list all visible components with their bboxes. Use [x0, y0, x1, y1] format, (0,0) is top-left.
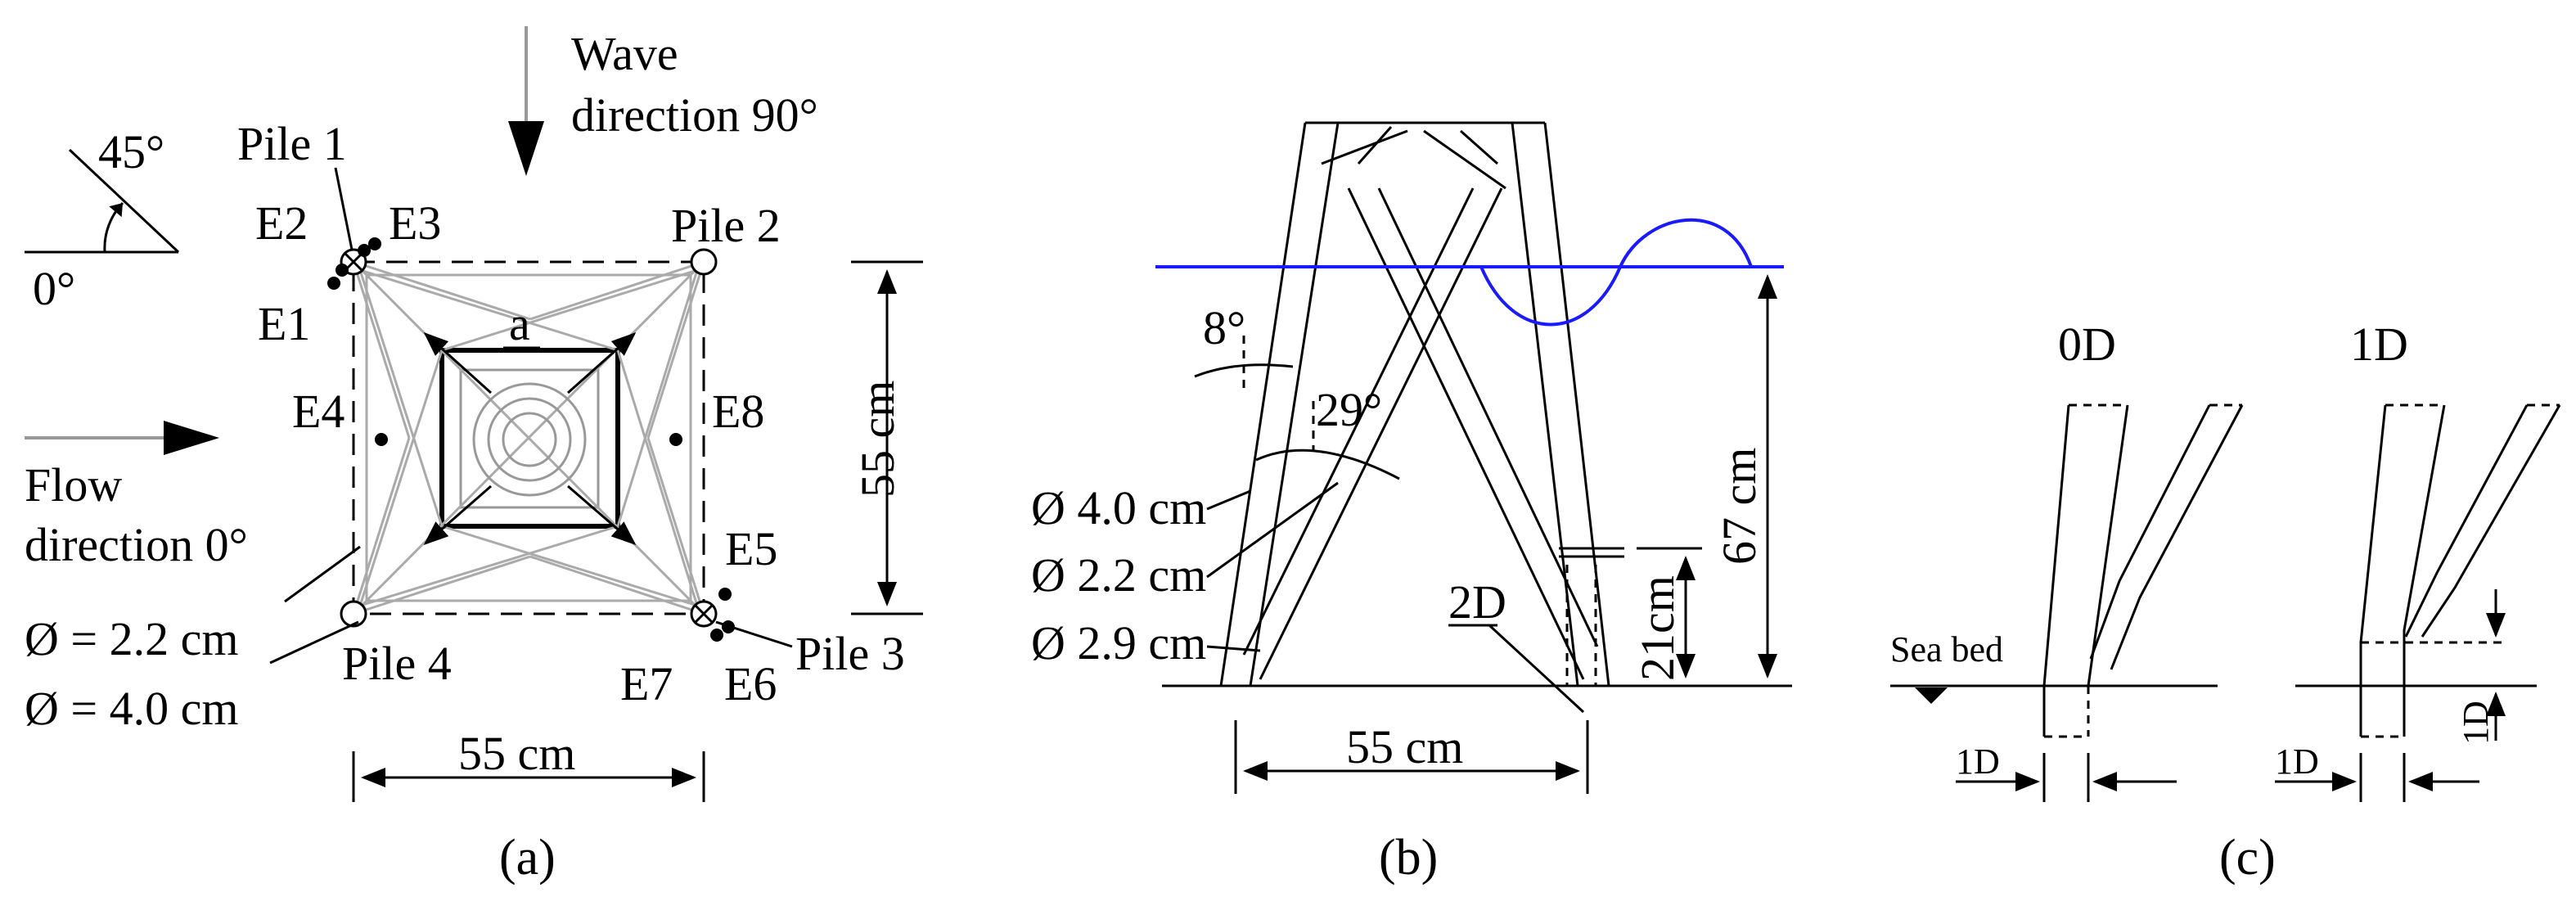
right-leg: [1511, 122, 1610, 687]
vertical-dimension: [851, 260, 923, 615]
inner-arrows: [423, 331, 637, 545]
label-2d: 2D: [1448, 575, 1506, 629]
angle-indicator: [25, 148, 180, 254]
e7-label: E7: [620, 657, 673, 710]
vertical-dim-label: 55 cm: [851, 381, 904, 498]
dim-21-label: 21cm: [1631, 575, 1684, 681]
wave-direction-arrow: [508, 26, 544, 176]
dim-1d-b-label: 1D: [2275, 741, 2319, 782]
wave-direction-line2: direction 90°: [571, 88, 818, 142]
pile-4: [340, 600, 367, 628]
pile-1-label: Pile 1: [237, 117, 347, 170]
dim-1d-a: [1956, 753, 2177, 802]
angle-29-label: 29°: [1316, 383, 1382, 436]
dim-1d-c-label: 1D: [2456, 701, 2496, 745]
pile-3-label: Pile 3: [795, 627, 905, 680]
flow-direction-line2: direction 0°: [25, 518, 248, 571]
sea-bed-label: Sea bed: [1890, 629, 2003, 669]
dia-22-label: Ø 2.2 cm: [1031, 548, 1206, 602]
e1-label: E1: [258, 297, 310, 350]
piles: [340, 248, 718, 628]
config-1d: [2359, 403, 2561, 738]
angle-45-label: 45°: [98, 125, 164, 178]
label-0d: 0D: [2058, 318, 2116, 371]
pile-4-label: Pile 4: [342, 637, 452, 690]
e2-label: E2: [255, 196, 308, 250]
flow-direction-arrow: [25, 421, 219, 455]
horizontal-dimension: [352, 751, 705, 802]
water-surface: [1155, 218, 1784, 327]
diameter-large-label: Ø = 4.0 cm: [25, 682, 238, 735]
label-1d: 1D: [2350, 318, 2408, 371]
diameter-small-label: Ø = 2.2 cm: [25, 612, 238, 665]
dim-67-label: 67 cm: [1713, 448, 1766, 565]
caption-c: (c): [2219, 830, 2276, 886]
config-0d: [2042, 403, 2244, 738]
dim-55-b-label: 55 cm: [1346, 720, 1463, 773]
e4-label: E4: [292, 385, 345, 438]
flow-direction-line1: Flow: [25, 458, 122, 512]
a-label: a: [509, 297, 530, 350]
pile-2: [690, 248, 718, 276]
e8-label: E8: [712, 385, 764, 438]
dia-40-label: Ø 4.0 cm: [1031, 481, 1206, 534]
centre-column: [472, 382, 587, 497]
e3-label: E3: [389, 196, 441, 250]
angle-8-label: 8°: [1203, 301, 1245, 354]
horizontal-dim-label: 55 cm: [458, 727, 575, 780]
dim-1d-a-label: 1D: [1956, 741, 2000, 782]
wave-direction-line1: Wave: [571, 27, 678, 80]
inner-frame: [439, 348, 620, 529]
dim-1d-b: [2275, 753, 2479, 802]
panel-b: 8° 29° Ø 4.0 cm Ø 2.2 cm Ø 2.9 cm 2D 21c…: [1031, 121, 1792, 886]
dim-21: [1637, 547, 1702, 678]
measurement-points: [327, 237, 735, 642]
footprint-square: [352, 260, 705, 615]
pile-2-label: Pile 2: [671, 199, 781, 252]
e6-label: E6: [724, 657, 777, 710]
left-leg: [1219, 122, 1340, 687]
dia-29-label: Ø 2.9 cm: [1031, 616, 1206, 669]
fixture: [1559, 547, 1624, 686]
caption-a: (a): [499, 830, 556, 886]
angle-0-label: 0°: [33, 262, 75, 315]
dim-55-b: [1234, 720, 1589, 794]
lattice-bracing: [352, 260, 705, 615]
caption-b: (b): [1379, 830, 1438, 886]
e5-label: E5: [725, 522, 777, 575]
panel-a: 45° 0° Wave direction 90° Flow direction…: [25, 26, 923, 886]
angle-markers: [1194, 336, 1400, 480]
panel-c: 0D 1D Sea bed 1D: [1890, 318, 2561, 886]
